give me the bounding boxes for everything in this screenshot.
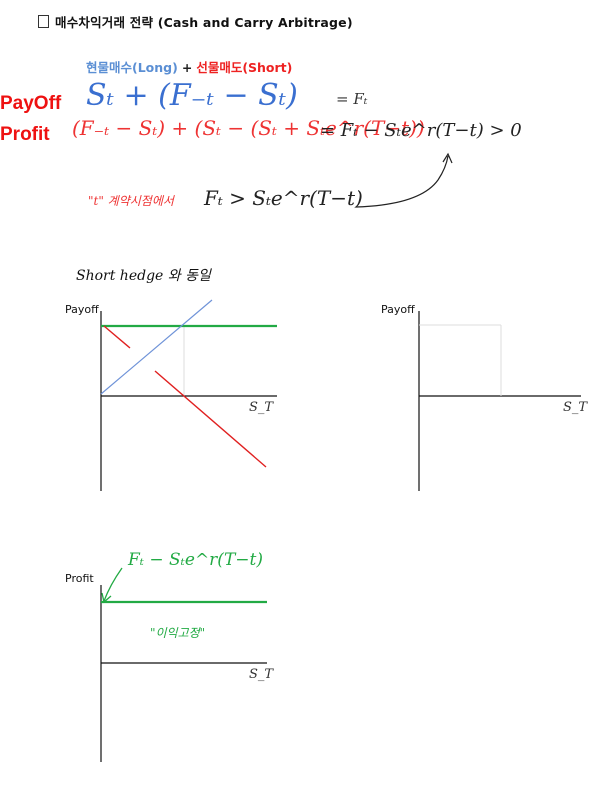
arrow-path bbox=[355, 155, 449, 208]
condition-note: "t" 계약시점에서 bbox=[88, 194, 174, 208]
short-hedge-note: Short hedge 와 동일 bbox=[76, 268, 211, 284]
profit-equation-rhs: = Fₜ − Sₜe^r(T−t) > 0 bbox=[320, 120, 522, 141]
checkbox-icon bbox=[38, 15, 49, 28]
profit-chart-y-label: Profit bbox=[65, 572, 94, 585]
condition-equation: Fₜ > Sₜe^r(T−t) bbox=[204, 186, 363, 210]
profit-annotation: Fₜ − Sₜe^r(T−t) bbox=[128, 550, 263, 570]
profit-fixed-note: "이익고정" bbox=[150, 626, 206, 640]
left-chart-long-line bbox=[100, 299, 213, 395]
long-label: 현물매수(Long) bbox=[86, 60, 178, 75]
plus-sign: + bbox=[181, 60, 193, 75]
payoff-equation-rhs: = Fₜ bbox=[336, 90, 368, 108]
profit-chart-x-label: S_T bbox=[249, 667, 274, 682]
strategy-line: 현물매수(Long)+선물매도(Short) bbox=[86, 57, 292, 76]
short-label: 선물매도(Short) bbox=[196, 60, 293, 75]
right-chart-x-label: S_T bbox=[563, 400, 588, 415]
arrowhead-icon bbox=[442, 152, 453, 164]
payoff-label: PayOff bbox=[0, 93, 62, 114]
left-chart-short-line-upper bbox=[103, 325, 131, 349]
payoff-equation-lhs: Sₜ + (F₋ₜ − Sₜ) bbox=[86, 78, 298, 113]
left-chart-short-line-lower bbox=[154, 370, 267, 468]
profit-annotation-arrow bbox=[103, 567, 123, 602]
title-text: 매수차익거래 전략 (Cash and Carry Arbitrage) bbox=[55, 15, 353, 30]
profit-label: Profit bbox=[0, 124, 50, 145]
left-chart-x-label: S_T bbox=[249, 400, 274, 415]
page-title: 매수차익거래 전략 (Cash and Carry Arbitrage) bbox=[38, 12, 353, 31]
arrowhead-icon bbox=[101, 592, 112, 604]
profit-equation-lhs: (F₋ₜ − Sₜ) + (Sₜ − (Sₜ + Sₜe^r(T−t)) bbox=[72, 116, 425, 140]
right-chart-y-label: Payoff bbox=[381, 303, 415, 316]
left-chart-y-label: Payoff bbox=[65, 303, 99, 316]
